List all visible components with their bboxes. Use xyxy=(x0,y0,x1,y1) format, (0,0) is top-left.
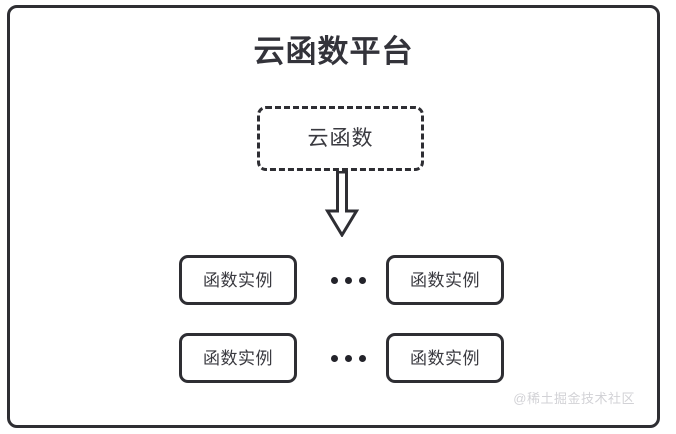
ellipsis-icon xyxy=(317,255,379,305)
watermark-text: @稀土掘金技术社区 xyxy=(513,391,635,406)
function-instance-label: 函数实例 xyxy=(203,270,273,290)
cloud-function-platform-container: 云函数平台 云函数 函数实例 函数实例 函数实例 函数实例 xyxy=(7,5,660,428)
cloud-function-node: 云函数 xyxy=(257,106,424,171)
function-instance-label: 函数实例 xyxy=(203,348,273,368)
ellipsis-dot xyxy=(358,354,366,362)
ellipsis-dot xyxy=(344,276,352,284)
function-instance-node: 函数实例 xyxy=(386,255,504,305)
function-instance-label: 函数实例 xyxy=(410,270,480,290)
function-instance-node: 函数实例 xyxy=(179,333,297,383)
function-instance-node: 函数实例 xyxy=(386,333,504,383)
function-instance-label: 函数实例 xyxy=(410,348,480,368)
ellipsis-dot xyxy=(358,276,366,284)
page-title: 云函数平台 xyxy=(253,34,414,69)
down-arrow-icon xyxy=(320,170,364,238)
ellipsis-dot xyxy=(344,354,352,362)
instance-row: 函数实例 函数实例 xyxy=(10,333,657,383)
ellipsis-dot xyxy=(330,276,338,284)
cloud-function-label: 云函数 xyxy=(307,127,374,150)
function-instance-node: 函数实例 xyxy=(179,255,297,305)
instance-row: 函数实例 函数实例 xyxy=(10,255,657,305)
ellipsis-icon xyxy=(317,333,379,383)
ellipsis-dot xyxy=(330,354,338,362)
